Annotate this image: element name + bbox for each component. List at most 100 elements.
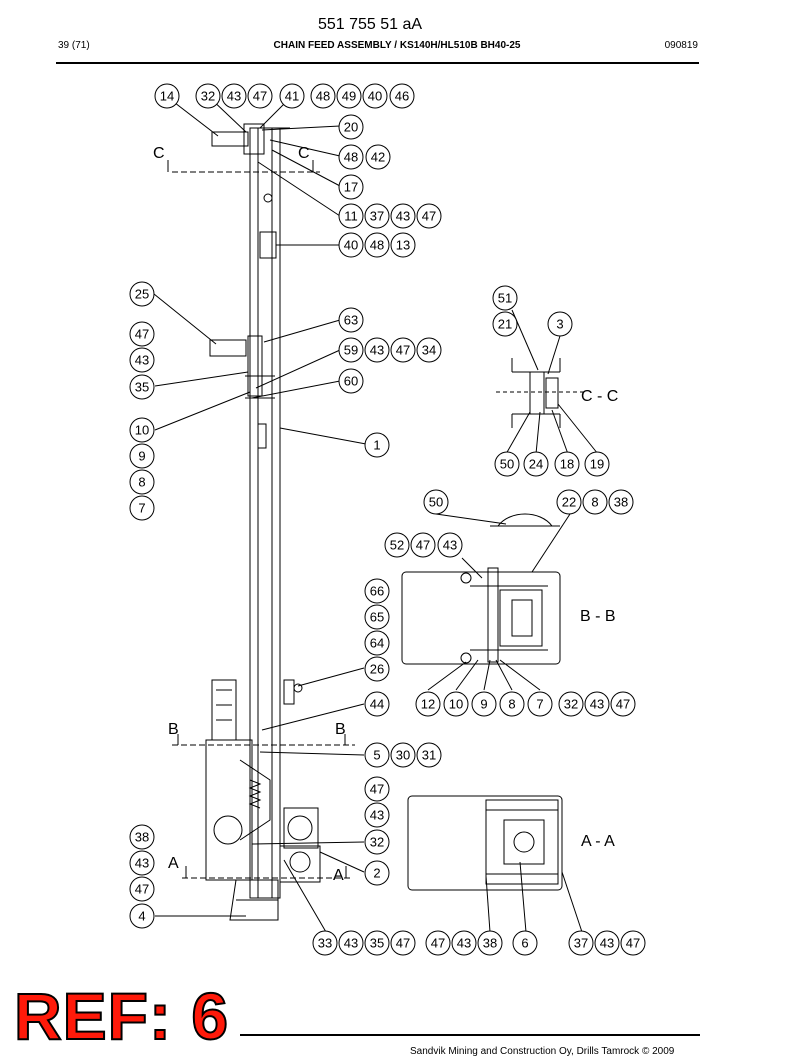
balloon-number: 7 (138, 501, 145, 516)
callout-balloon: 10 (443, 691, 469, 717)
callout-balloon: 50 (494, 451, 520, 477)
balloon-number: 48 (316, 89, 330, 104)
callout-balloon: 48 (338, 144, 364, 170)
balloon-number: 8 (508, 697, 515, 712)
callout-balloon: 40 (338, 232, 364, 258)
callout-balloon: 47 (410, 532, 436, 558)
callout-balloon: 59 (338, 337, 364, 363)
callout-balloon: 38 (129, 824, 155, 850)
balloon-number: 37 (370, 209, 384, 224)
callout-balloon: 2 (364, 860, 390, 886)
page-title: CHAIN FEED ASSEMBLY / KS140H/HL510B BH40… (273, 40, 521, 51)
balloon-number: 48 (370, 238, 384, 253)
balloon-number: 24 (529, 457, 543, 472)
balloon-number: 52 (390, 538, 404, 553)
balloon-number: 43 (443, 538, 457, 553)
balloon-number: 9 (480, 697, 487, 712)
callout-balloon: 26 (364, 656, 390, 682)
callout-balloon: 47 (129, 876, 155, 902)
balloon-number: 38 (135, 830, 149, 845)
balloon-number: 43 (370, 808, 384, 823)
balloon-number: 50 (429, 495, 443, 510)
balloon-number: 43 (344, 936, 358, 951)
callout-balloon: 21 (492, 311, 518, 337)
callout-balloon: 4 (129, 903, 155, 929)
balloon-number: 66 (370, 584, 384, 599)
balloon-number: 5 (373, 748, 380, 763)
callout-balloon: 47 (364, 776, 390, 802)
balloon-number: 17 (344, 180, 358, 195)
callout-balloon: 64 (364, 630, 390, 656)
balloon-number: 40 (368, 89, 382, 104)
callout-balloon: 66 (364, 578, 390, 604)
balloon-number: 34 (422, 343, 436, 358)
callout-balloon: 32 (558, 691, 584, 717)
callout-balloon: 51 (492, 285, 518, 311)
callout-balloon: 48 (364, 232, 390, 258)
document-date: 090819 (664, 40, 698, 51)
callout-balloon: 35 (364, 930, 390, 956)
callout-balloon: 43 (221, 83, 247, 109)
balloon-number: 47 (370, 782, 384, 797)
callout-balloon: 65 (364, 604, 390, 630)
callout-balloon: 1 (364, 432, 390, 458)
callout-balloon: 47 (390, 337, 416, 363)
callout-balloon: 42 (365, 144, 391, 170)
balloon-number: 43 (396, 209, 410, 224)
section-c-right: C (298, 145, 310, 162)
footer-divider (240, 1034, 700, 1036)
callout-balloon: 17 (338, 174, 364, 200)
callout-balloon: 52 (384, 532, 410, 558)
callout-balloon: 8 (499, 691, 525, 717)
balloon-number: 26 (370, 662, 384, 677)
header-divider (56, 62, 699, 64)
balloon-number: 47 (253, 89, 267, 104)
balloon-number: 10 (449, 697, 463, 712)
callout-balloon: 31 (416, 742, 442, 768)
section-a-left: A (168, 855, 179, 872)
callout-balloon: 43 (129, 347, 155, 373)
callout-balloon: 18 (554, 451, 580, 477)
callout-balloon: 6 (512, 930, 538, 956)
callout-balloon: 43 (390, 203, 416, 229)
callout-balloon: 60 (338, 368, 364, 394)
balloon-number: 63 (344, 313, 358, 328)
balloon-number: 13 (396, 238, 410, 253)
callout-balloon: 8 (582, 489, 608, 515)
balloon-number: 1 (373, 438, 380, 453)
balloon-number: 47 (396, 343, 410, 358)
balloon-number: 14 (160, 89, 174, 104)
callout-balloon: 14 (154, 83, 180, 109)
balloon-number: 47 (626, 936, 640, 951)
balloon-number: 43 (227, 89, 241, 104)
callout-balloon: 7 (129, 495, 155, 521)
callout-balloon: 47 (416, 203, 442, 229)
balloon-number: 38 (614, 495, 628, 510)
balloon-number: 32 (370, 835, 384, 850)
callout-balloon: 11 (338, 203, 364, 229)
callout-balloon: 46 (389, 83, 415, 109)
balloon-number: 59 (344, 343, 358, 358)
callout-balloon: 10 (129, 417, 155, 443)
callout-balloon: 33 (312, 930, 338, 956)
callout-balloon: 37 (364, 203, 390, 229)
balloon-number: 33 (318, 936, 332, 951)
balloon-number: 46 (395, 89, 409, 104)
callout-balloon: 43 (594, 930, 620, 956)
balloon-number: 6 (521, 936, 528, 951)
balloon-number: 48 (344, 150, 358, 165)
callout-balloon: 48 (310, 83, 336, 109)
balloon-number: 47 (135, 882, 149, 897)
footer-copyright: Sandvik Mining and Construction Oy, Dril… (410, 1046, 675, 1057)
balloon-number: 2 (373, 866, 380, 881)
balloon-number: 44 (370, 697, 384, 712)
callout-balloon: 22 (556, 489, 582, 515)
balloon-number: 4 (138, 909, 145, 924)
callout-balloon: 50 (423, 489, 449, 515)
callout-balloon: 25 (129, 281, 155, 307)
balloon-number: 35 (370, 936, 384, 951)
balloon-number: 32 (564, 697, 578, 712)
page-number: 39 (71) (58, 40, 90, 51)
balloon-number: 7 (536, 697, 543, 712)
callout-balloon: 41 (279, 83, 305, 109)
